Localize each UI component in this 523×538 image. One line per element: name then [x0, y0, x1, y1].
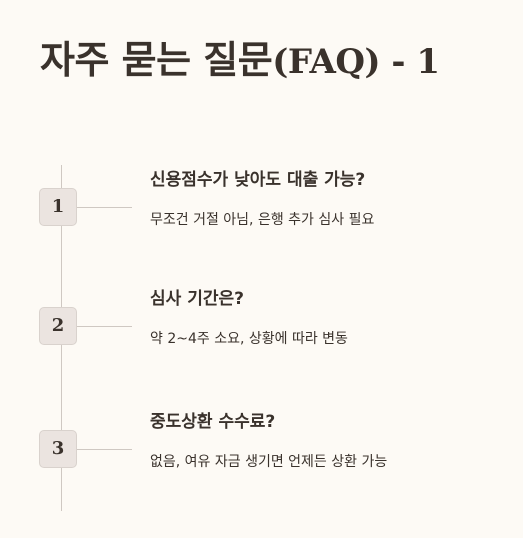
faq-item-2: 2 심사 기간은? 약 2~4주 소요, 상황에 따라 변동	[0, 287, 523, 367]
faq-answer: 약 2~4주 소요, 상황에 따라 변동	[150, 331, 348, 347]
timeline-connector	[77, 326, 132, 327]
faq-item-1: 1 신용점수가 낮아도 대출 가능? 무조건 거절 아님, 은행 추가 심사 필…	[0, 168, 523, 248]
faq-number-badge: 1	[39, 188, 77, 226]
faq-number-badge: 3	[39, 430, 77, 468]
faq-question: 중도상환 수수료?	[150, 412, 276, 432]
faq-item-3: 3 중도상환 수수료? 없음, 여유 자금 생기면 언제든 상환 가능	[0, 410, 523, 490]
page-title-main: 자주 묻는 질문	[40, 38, 273, 82]
page-title: 자주 묻는 질문(FAQ) - 1	[40, 28, 440, 94]
faq-number-badge: 2	[39, 307, 77, 345]
faq-answer: 없음, 여유 자금 생기면 언제든 상환 가능	[150, 454, 388, 470]
faq-question: 신용점수가 낮아도 대출 가능?	[150, 170, 366, 190]
timeline-connector	[77, 449, 132, 450]
timeline-connector	[77, 207, 132, 208]
faq-answer: 무조건 거절 아님, 은행 추가 심사 필요	[150, 212, 375, 228]
faq-question: 심사 기간은?	[150, 289, 244, 309]
page-title-faq-label: (FAQ) - 1	[272, 42, 440, 82]
